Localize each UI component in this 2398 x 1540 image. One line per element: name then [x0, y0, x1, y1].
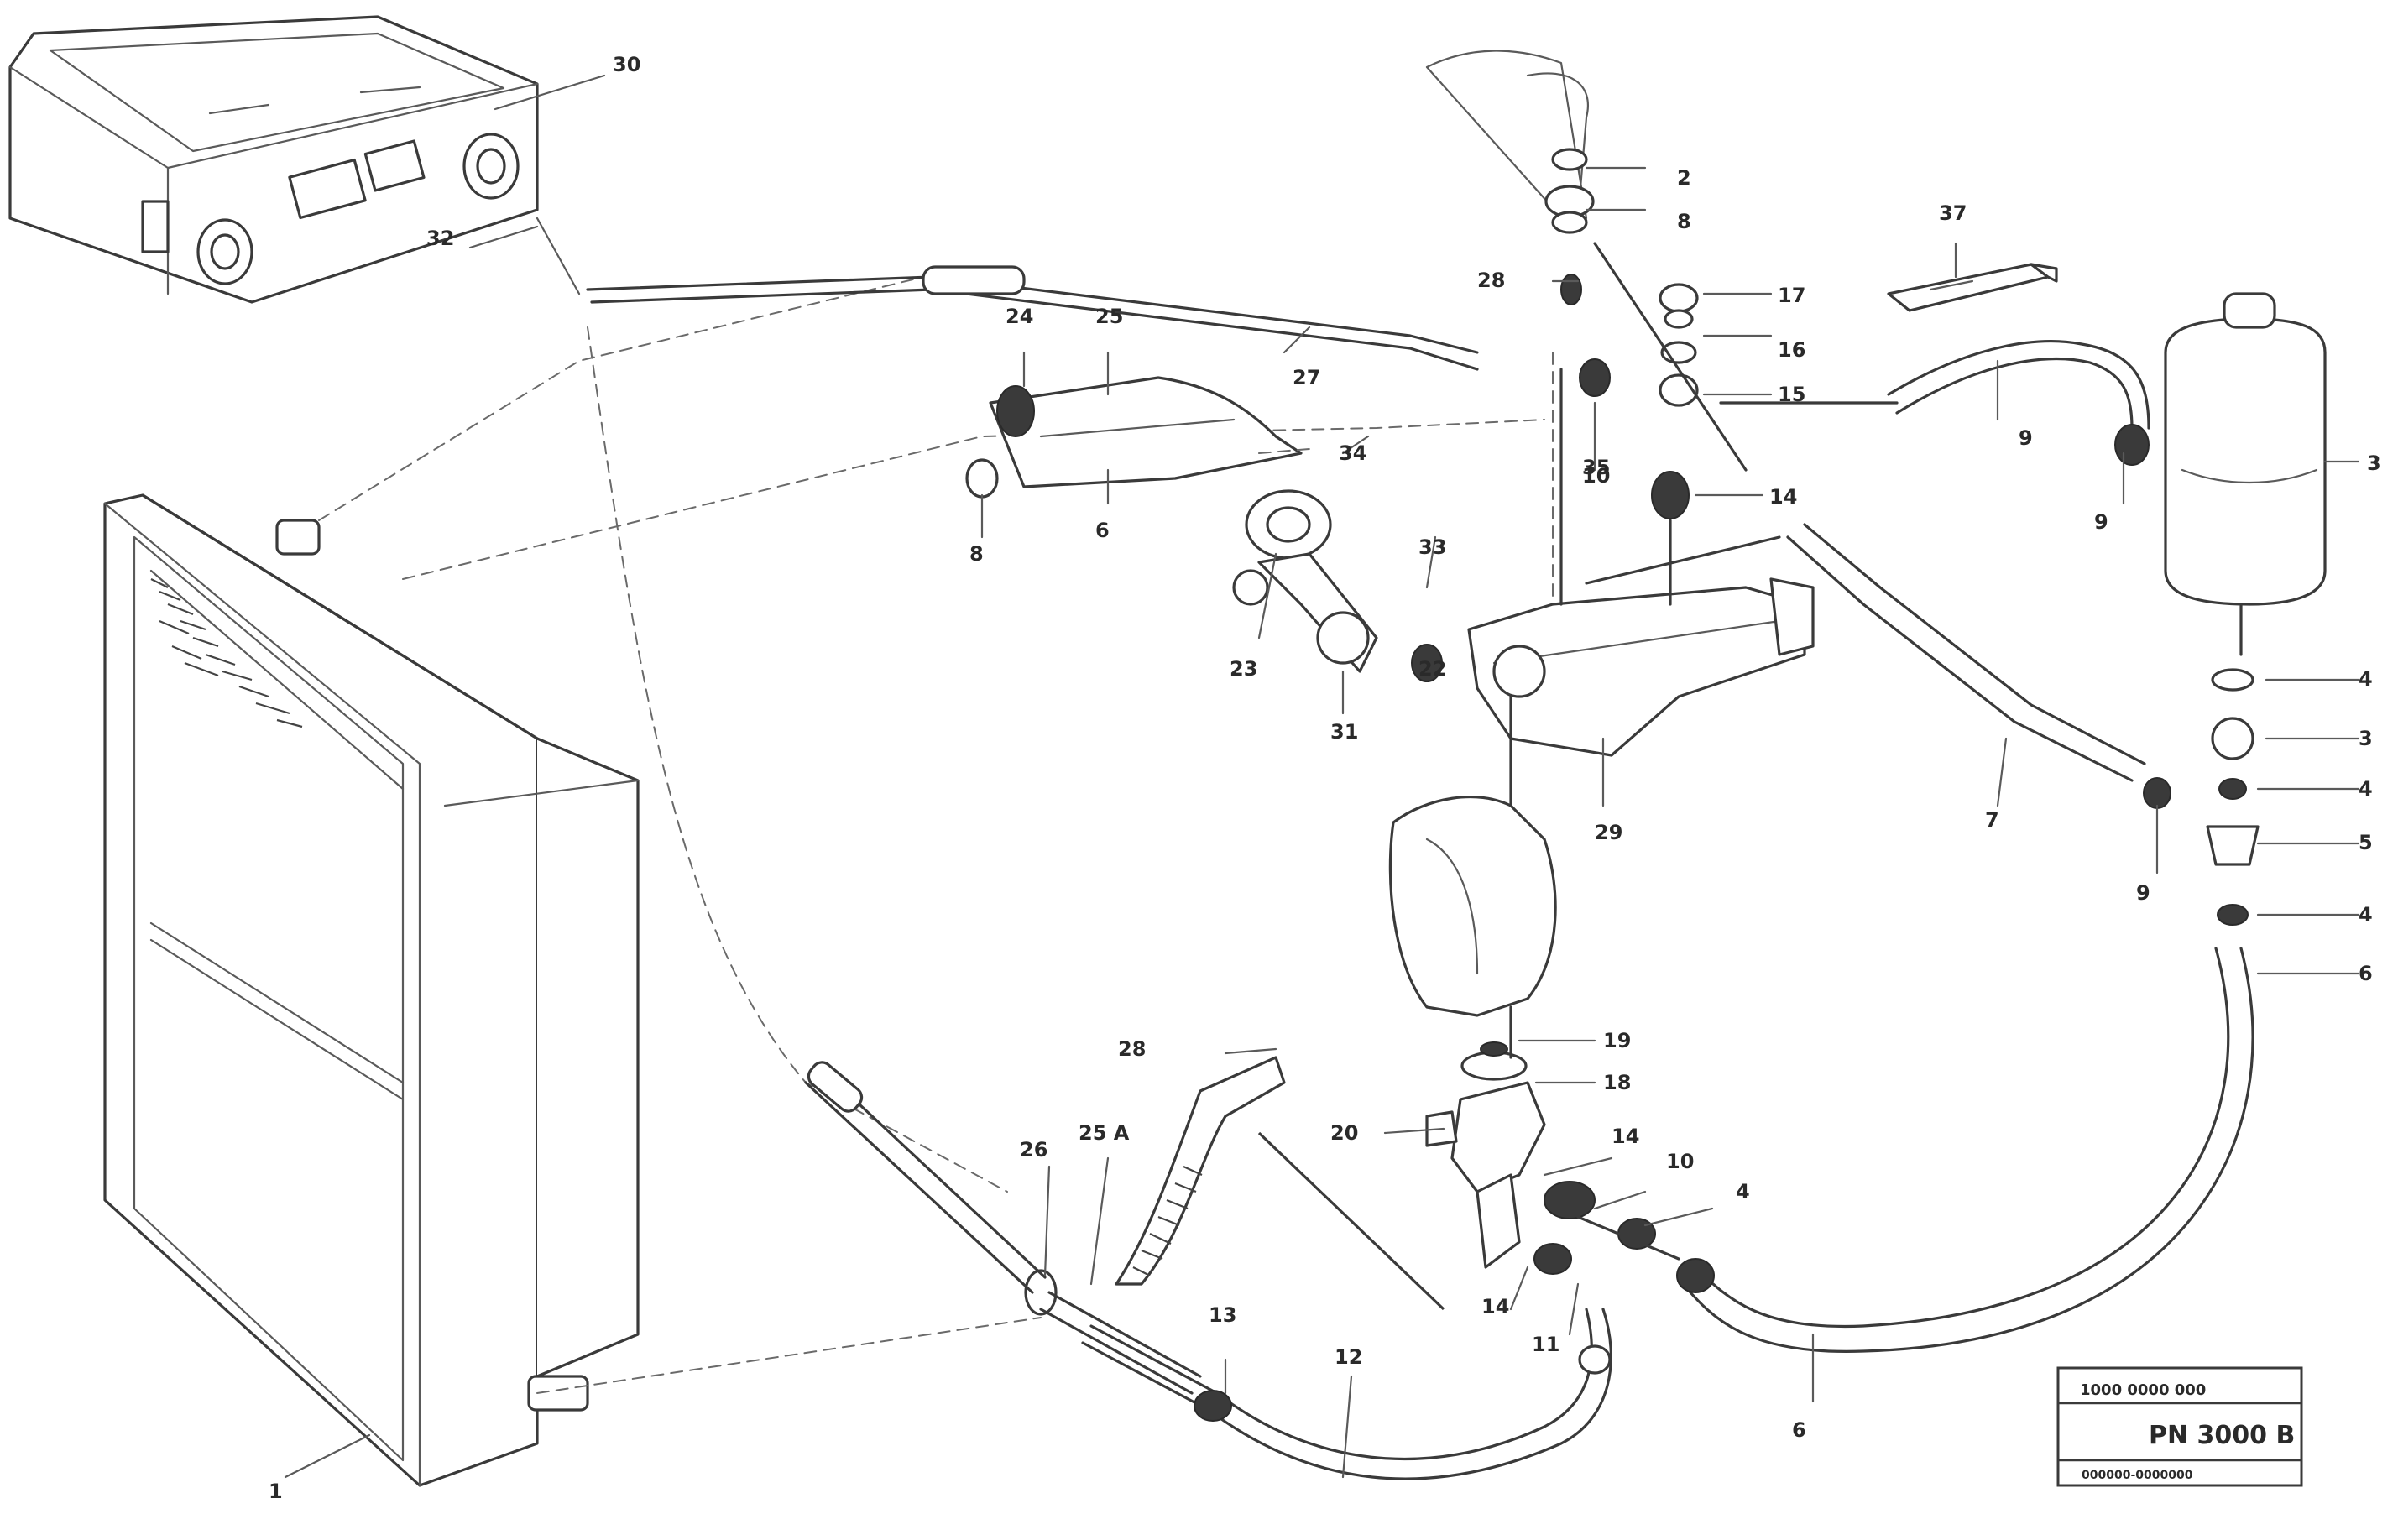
label-19: 19 [1603, 1029, 1631, 1052]
label-1: 1 [269, 1480, 283, 1503]
label-34: 34 [1339, 441, 1366, 465]
hose-12 [1081, 1308, 1612, 1480]
label-32: 32 [426, 227, 454, 250]
valve-cluster [1425, 1005, 1680, 1275]
label-4d: 4 [1736, 1180, 1750, 1203]
item-37 [1887, 263, 2058, 312]
stamp-line-3: 000000-0000000 [2082, 1469, 2193, 1482]
label-27: 27 [1293, 366, 1320, 389]
label-6a: 6 [2359, 962, 2373, 985]
radiator [103, 493, 640, 1487]
label-3: 3 [2367, 452, 2381, 475]
label-9a: 9 [2019, 426, 2033, 450]
pipe-30 [804, 1061, 1047, 1294]
bracket-25 [965, 376, 1310, 499]
label-9b: 9 [2094, 510, 2108, 534]
label-30: 30 [613, 53, 640, 76]
label-33: 33 [1418, 535, 1446, 559]
label-4c: 4 [2359, 903, 2373, 927]
reference-stamp: 1000 0000 000 PN 3000 B 000000-0000000 [2056, 1366, 2303, 1487]
expansion-tank [2164, 292, 2327, 926]
label-8a: 8 [1677, 210, 1691, 233]
pipe-25a [1024, 1056, 1445, 1395]
label-20: 20 [1330, 1121, 1358, 1145]
label-35: 35 [1582, 456, 1610, 479]
label-4b: 4 [2359, 777, 2373, 801]
label-16: 16 [1778, 338, 1805, 362]
leader-lines [284, 74, 2360, 1479]
label-25: 25 [1095, 305, 1123, 328]
label-3b: 3 [2359, 727, 2373, 750]
label-28a: 28 [1477, 269, 1505, 292]
label-17: 17 [1778, 284, 1805, 307]
stamp-line-1: 1000 0000 000 [2080, 1381, 2206, 1399]
top-fittings [1425, 50, 1748, 606]
label-23: 23 [1230, 657, 1257, 681]
hose-6 [1676, 947, 2254, 1353]
label-10: 10 [1582, 464, 1610, 488]
label-37: 37 [1939, 201, 1967, 225]
label-4a: 4 [2359, 667, 2373, 691]
label-25a: 25 A [1079, 1121, 1130, 1145]
hose-27 [586, 265, 1479, 371]
label-26: 26 [1020, 1138, 1047, 1162]
label-22: 22 [1418, 657, 1446, 681]
label-2: 2 [1677, 166, 1691, 190]
label-15: 15 [1778, 383, 1805, 406]
hose-7 [1585, 523, 2171, 809]
label-10b: 10 [1666, 1150, 1694, 1173]
label-6c: 6 [1792, 1418, 1806, 1442]
label-12: 12 [1335, 1345, 1362, 1369]
label-6b: 6 [1095, 519, 1110, 542]
label-14c: 14 [1481, 1295, 1509, 1318]
label-18: 18 [1603, 1071, 1631, 1094]
stamp-line-2: PN 3000 B [2149, 1421, 2295, 1450]
label-5: 5 [2359, 831, 2373, 854]
label-7a: 7 [1985, 808, 1999, 832]
heater-unit [1388, 368, 1815, 1017]
valve-assembly [1232, 489, 1443, 682]
label-13: 13 [1209, 1303, 1236, 1327]
label-8b: 8 [969, 542, 984, 566]
label-9c: 9 [2136, 881, 2150, 905]
label-31: 31 [1330, 720, 1358, 744]
part-labels: 30 32 2 8 28 17 16 15 14 10 37 9 9 3 4 3… [269, 53, 2381, 1503]
label-11: 11 [1532, 1333, 1559, 1356]
label-29: 29 [1595, 821, 1622, 844]
label-24: 24 [1006, 305, 1033, 328]
label-14a: 14 [1769, 485, 1797, 509]
label-28b: 28 [1118, 1037, 1146, 1061]
label-14b: 14 [1612, 1125, 1639, 1148]
control-panel [8, 15, 539, 304]
